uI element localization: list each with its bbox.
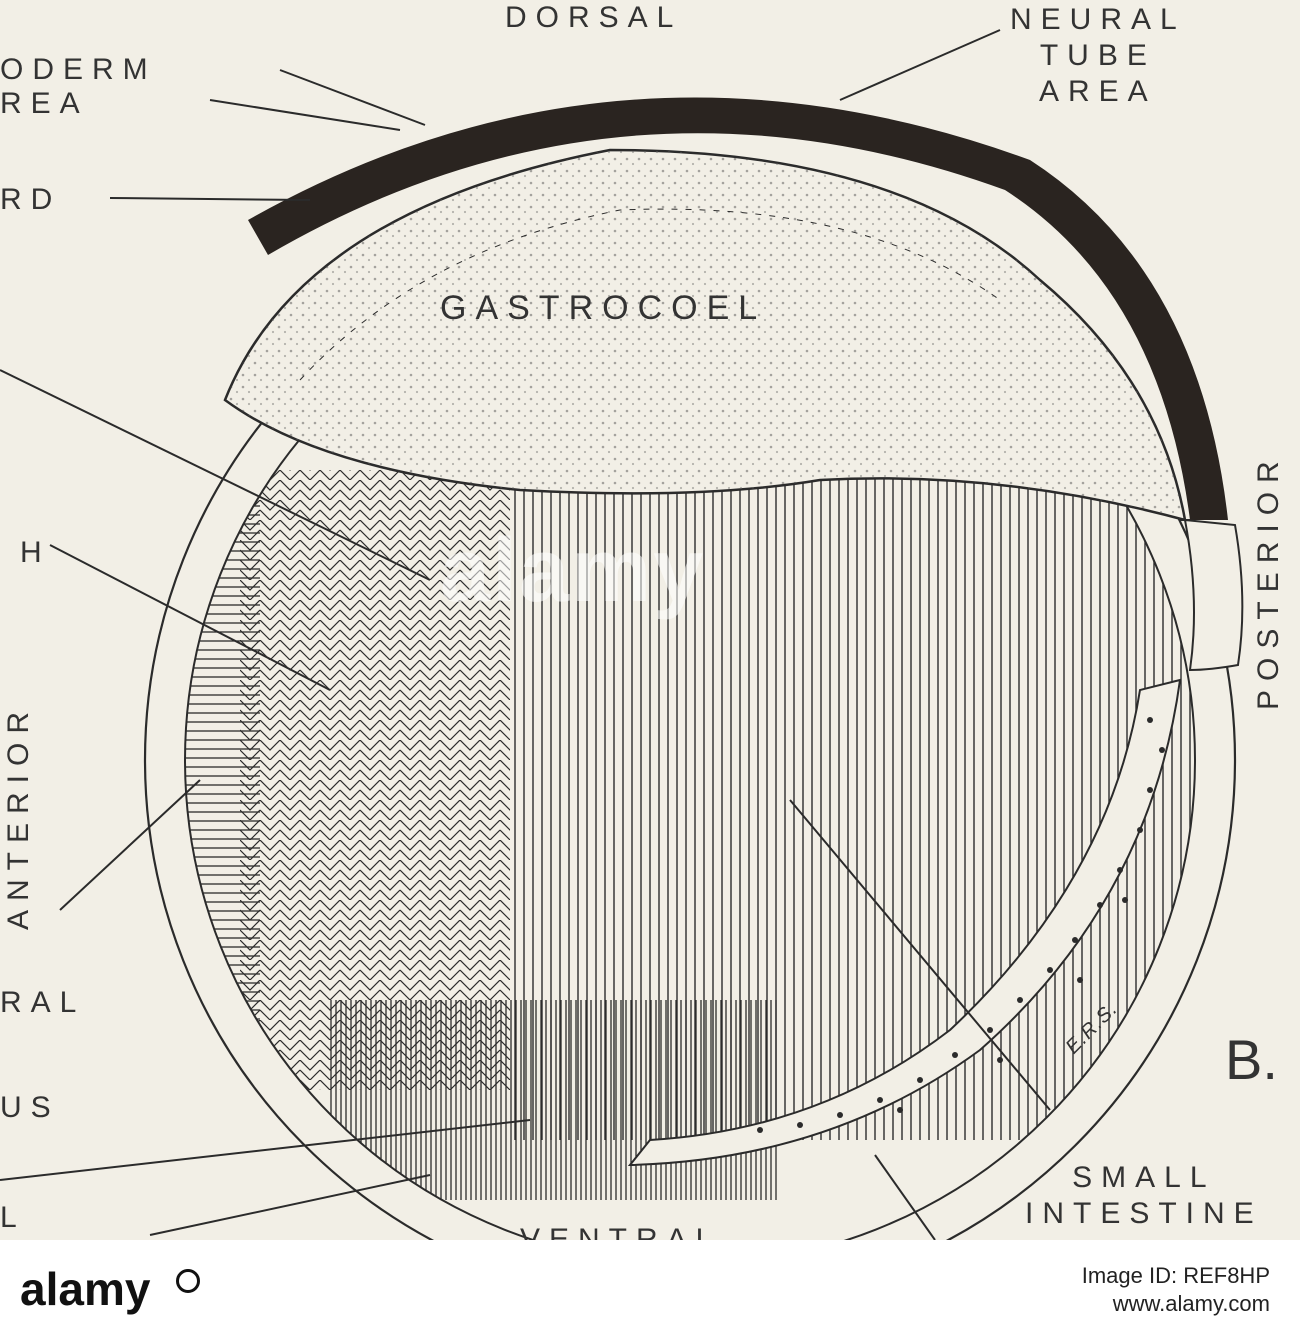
gastrocoel-stipple (225, 150, 1185, 520)
blastopore-lip (1183, 518, 1244, 672)
embryo-section-drawing (0, 29, 1244, 1240)
label-neural-tube-area: NEURAL TUBE AREA (1010, 3, 1186, 108)
label-chord-cut: RD (0, 183, 62, 216)
ventral-band (627, 678, 1182, 1167)
brand-circle-icon (176, 1269, 200, 1293)
label-anterior: ANTERIOR (2, 702, 35, 930)
gastrocoel-inner-dash (299, 208, 1001, 381)
label-posterior: POSTERIOR (1252, 452, 1285, 710)
label-panel-letter: B. (1225, 1028, 1278, 1091)
intestine-dots (757, 717, 1165, 1133)
leader-lines (0, 29, 1190, 1240)
label-ectoderm-cut: ODERM (0, 53, 157, 86)
label-h-cut: H (20, 536, 51, 569)
site-url[interactable]: www.alamy.com (1112, 1291, 1270, 1316)
label-gastrocoel: GASTROCOEL (440, 289, 767, 327)
ventral-dense-region (330, 1000, 780, 1200)
label-ral-cut: RAL (0, 986, 86, 1019)
label-us-cut: US (0, 1091, 60, 1124)
stock-info: Image ID: REF8HP www.alamy.com (1082, 1262, 1270, 1318)
label-area-cut: REA (0, 87, 89, 120)
label-small-intestine: SMALL INTESTINE (1025, 1161, 1263, 1230)
footer-bar (0, 1240, 1300, 1331)
watermark: alamy (440, 521, 706, 621)
label-l-cut: L (0, 1201, 26, 1234)
chevron-region (240, 470, 510, 1090)
brand-logo[interactable]: alamy (20, 1263, 151, 1315)
label-dorsal: DORSAL (505, 1, 683, 34)
embryo-diagram: DORSAL NEURAL TUBE AREA ODERM REA RD GAS… (0, 1, 1285, 1240)
image-id: Image ID: REF8HP (1081, 1263, 1270, 1288)
label-bottom-cut: VENTRAL (520, 1223, 722, 1240)
